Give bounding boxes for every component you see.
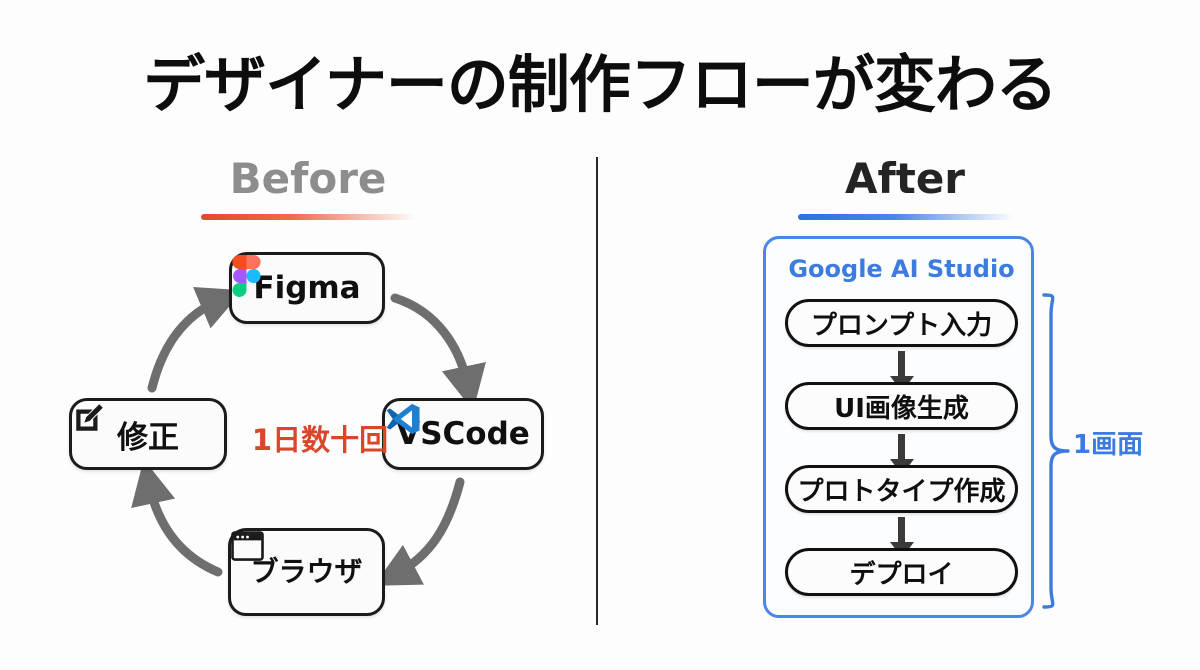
cycle-node-vscode[interactable]: VSCode — [382, 398, 544, 470]
step-prompt-input[interactable]: プロンプト入力 — [785, 299, 1018, 347]
browser-window-icon — [231, 531, 264, 561]
vscode-logo-icon — [386, 403, 420, 435]
step-ui-image-generation[interactable]: UI画像生成 — [785, 382, 1018, 430]
after-heading-rule — [797, 214, 1013, 220]
cycle-node-fix-label: 修正 — [117, 419, 179, 456]
figma-logo-icon — [232, 255, 261, 297]
before-heading-rule — [200, 214, 416, 220]
cycle-center-note: 1日数十回 — [251, 423, 389, 457]
cycle-node-figma[interactable]: Figma — [229, 252, 385, 324]
single-screen-brace — [1042, 293, 1070, 609]
step-ui-image-generation-label: UI画像生成 — [834, 393, 969, 424]
section-divider — [596, 157, 598, 625]
step-arrow-3 — [889, 517, 914, 558]
after-heading-label: After — [844, 154, 966, 203]
cycle-node-browser[interactable]: ブラウザ — [228, 528, 385, 616]
before-heading-group: Before — [178, 158, 438, 220]
ai-studio-steps: プロンプト入力 UI画像生成 プロトタイプ作成 デプロイ — [785, 299, 1018, 609]
cycle-node-browser-label: ブラウザ — [250, 555, 363, 589]
ai-studio-panel[interactable]: Google AI Studio プロンプト入力 UI画像生成 プロトタイプ作成… — [763, 236, 1034, 618]
step-deploy[interactable]: デプロイ — [785, 548, 1018, 596]
before-heading-label: Before — [229, 154, 387, 203]
step-prototype-creation[interactable]: プロトタイプ作成 — [785, 465, 1018, 513]
single-screen-label: 1画面 — [1073, 430, 1144, 460]
page-title: デザイナーの制作フローが変わる — [143, 48, 1058, 121]
before-cycle-diagram: Figma VSCode 修正 — [40, 230, 580, 630]
step-prompt-input-label: プロンプト入力 — [810, 310, 993, 341]
cycle-node-figma-label: Figma — [253, 270, 361, 306]
edit-pencil-icon — [76, 404, 103, 431]
step-arrow-2 — [889, 434, 914, 475]
ai-studio-panel-title: Google AI Studio — [788, 255, 1015, 283]
step-deploy-label: デプロイ — [849, 559, 954, 590]
cycle-node-fix[interactable]: 修正 — [69, 398, 227, 470]
after-heading-group: After — [775, 158, 1035, 220]
cycle-arrows — [131, 286, 486, 586]
step-prototype-creation-label: プロトタイプ作成 — [797, 476, 1006, 507]
step-arrow-1 — [889, 351, 914, 392]
